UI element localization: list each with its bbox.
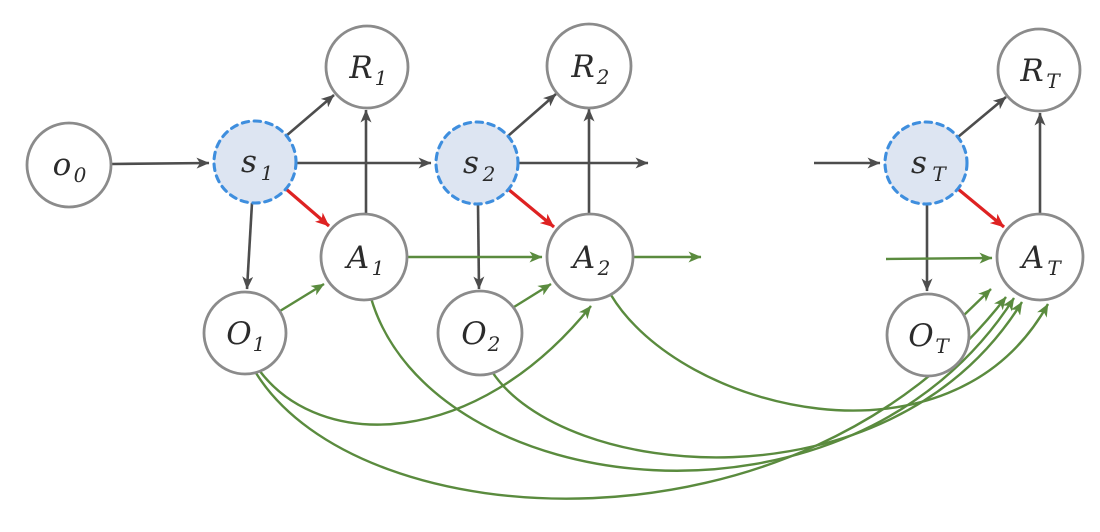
edge-sT-to-aT xyxy=(956,187,1006,229)
edge-oT-to-aT xyxy=(961,288,992,318)
node-o2-subscript: 2 xyxy=(487,332,501,356)
node-rT: R T xyxy=(996,27,1082,113)
node-o1-circle xyxy=(202,290,288,376)
node-s1-label: s xyxy=(241,144,257,180)
edge-sT-to-rT xyxy=(957,96,1007,138)
node-a2-circle xyxy=(545,212,635,302)
node-o0: o 0 xyxy=(25,121,113,209)
node-o1-subscript: 1 xyxy=(253,332,266,356)
node-o0-label: o xyxy=(53,147,72,183)
node-sT-label: s xyxy=(911,145,927,181)
node-s2: s 2 xyxy=(434,120,520,206)
node-sT: s T xyxy=(883,120,969,206)
edge-s1-to-a1 xyxy=(284,187,331,228)
node-r1-label: R xyxy=(348,50,372,86)
node-o2: O 2 xyxy=(436,289,524,377)
edge-o2-to-a2 xyxy=(513,282,552,309)
node-r2: R 2 xyxy=(545,22,633,110)
node-o2-circle xyxy=(436,289,524,377)
node-o1-label: O xyxy=(226,316,251,352)
node-a1-label: A xyxy=(344,240,369,276)
node-s2-subscript: 2 xyxy=(482,162,496,186)
node-s1-circle xyxy=(212,119,298,205)
node-r2-circle xyxy=(545,22,633,110)
node-a2-label: A xyxy=(570,240,595,276)
node-aT-label: A xyxy=(1019,240,1044,276)
edge-o1-to-aT-curve xyxy=(254,296,1007,500)
node-s1: s 1 xyxy=(212,119,298,205)
edge-o1-to-a1 xyxy=(279,282,325,313)
node-aT-subscript: T xyxy=(1047,256,1062,280)
node-r1: R 1 xyxy=(324,24,410,110)
node-a1-subscript: 1 xyxy=(372,256,385,280)
node-r2-subscript: 2 xyxy=(596,65,610,89)
node-s2-circle xyxy=(434,120,520,206)
node-o1: O 1 xyxy=(202,290,288,376)
node-aT: A T xyxy=(995,212,1085,302)
red-edges xyxy=(284,187,1006,229)
edge-o2-to-aT-curve xyxy=(489,301,1024,459)
node-a1-circle xyxy=(319,212,409,302)
node-sT-subscript: T xyxy=(932,162,947,186)
node-r2-label: R xyxy=(570,49,594,85)
edge-a1-to-aT-curve xyxy=(369,297,1016,472)
node-s1-subscript: 1 xyxy=(261,161,274,185)
green-edges xyxy=(254,251,1050,500)
node-a2-subscript: 2 xyxy=(597,256,611,280)
node-s2-label: s xyxy=(463,145,479,181)
node-r1-subscript: 1 xyxy=(375,66,388,90)
node-o2-label: O xyxy=(461,316,486,352)
node-oT-circle xyxy=(885,292,971,378)
node-sT-circle xyxy=(883,120,969,206)
node-oT-subscript: T xyxy=(935,334,950,358)
node-oT-label: O xyxy=(908,318,933,354)
node-oT: O T xyxy=(885,292,971,378)
edge-o0-to-s1 xyxy=(110,157,210,169)
node-r1-circle xyxy=(324,24,410,110)
node-rT-circle xyxy=(996,27,1082,113)
edge-a2-to-aT-curve xyxy=(609,294,1050,412)
edge-s2-to-r2 xyxy=(507,93,557,137)
node-rT-label: R xyxy=(1019,53,1043,89)
node-o0-circle xyxy=(25,121,113,209)
node-a1: A 1 xyxy=(319,212,409,302)
edge-s1-to-r1 xyxy=(285,94,335,137)
black-edges xyxy=(110,93,1046,292)
node-aT-circle xyxy=(995,212,1085,302)
edge-s1-to-o1 xyxy=(242,202,254,290)
node-a2: A 2 xyxy=(545,212,635,302)
edge-s2-to-o2 xyxy=(473,203,485,290)
node-rT-subscript: T xyxy=(1046,69,1061,93)
edge-o1-to-a2-curve xyxy=(258,305,592,426)
nodes: o 0 s 1 R 1 A 1 O 1 s 2 xyxy=(25,22,1085,378)
node-o0-subscript: 0 xyxy=(74,163,87,187)
edge-prev-to-aT xyxy=(885,252,993,264)
edge-s2-to-a2 xyxy=(506,187,556,229)
